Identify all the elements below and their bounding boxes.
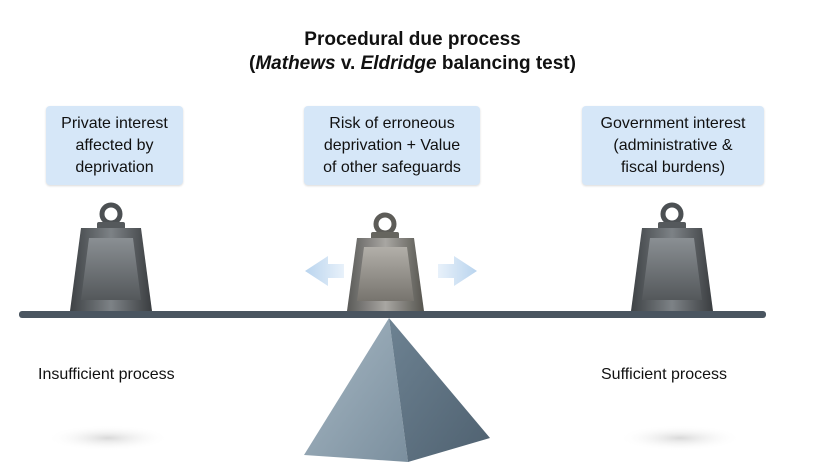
diagram-title: Procedural due process [304,29,521,50]
label-line: (administrative & [613,136,733,154]
private-interest-label: Private interest affected by deprivation [46,106,183,185]
label-line: Private interest [61,114,168,132]
label-line: of other safeguards [323,158,461,176]
government-interest-label: Government interest (administrative & fi… [582,106,764,185]
risk-of-error-label: Risk of erroneous deprivation + Value of… [304,106,480,185]
right-floor-shadow [618,425,742,451]
case-name-eldridge: Eldridge [360,53,437,74]
shift-left-arrow-icon [305,256,344,286]
label-line: deprivation + Value [323,136,461,154]
middle-weight-icon [347,212,424,311]
diagram-subtitle: (Mathews v. Eldridge balancing test) [0,52,825,76]
label-line: fiscal burdens) [620,158,726,176]
insufficient-process-label: Insufficient process [38,366,175,383]
left-floor-shadow [46,425,170,451]
label-line: Risk of erroneous [329,114,455,132]
sufficient-process-label: Sufficient process [601,366,727,383]
balance-beam [19,311,766,318]
label-line: deprivation [75,158,154,176]
subtitle-rest: balancing test) [436,53,576,74]
right-weight-icon [631,202,713,311]
subtitle-open: ( [249,53,256,74]
fulcrum-pyramid [304,318,490,462]
left-weight-icon [70,202,152,311]
label-line: affected by [75,136,154,154]
shift-right-arrow-icon [438,256,477,286]
case-name-mathews: Mathews [255,53,336,74]
subtitle-versus: v. [335,53,361,74]
label-line: Government interest [600,114,746,132]
